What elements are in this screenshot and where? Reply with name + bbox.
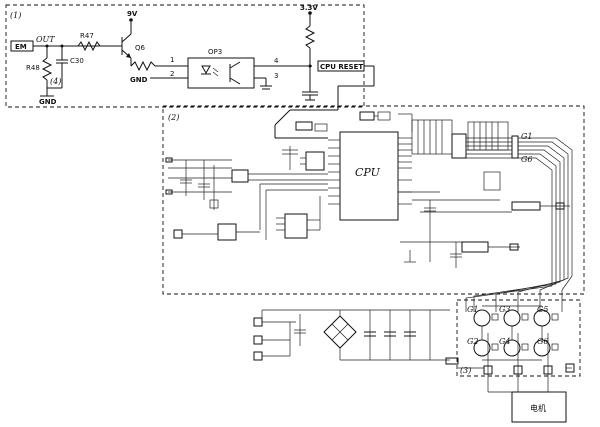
c30-label: C30 (70, 57, 84, 65)
shunt-resistor (445, 357, 459, 365)
connector-left (173, 229, 183, 239)
section-2-box (162, 105, 585, 295)
cpu-chip (339, 131, 399, 221)
component-block-b (359, 111, 375, 121)
input-ic-c (217, 223, 237, 241)
right-component-c (461, 241, 489, 253)
g4-label: G4 (499, 337, 510, 346)
r47-label: R47 (80, 32, 94, 40)
gate-lines (465, 137, 573, 312)
motor-label: 电机 (530, 403, 546, 413)
em-label: EM (15, 43, 27, 51)
crystal-oscillator (305, 151, 325, 171)
gate-drive-bus (411, 119, 519, 159)
op3-label: OP3 (208, 48, 222, 56)
r47-resistor (77, 40, 101, 52)
gnd-label-b: GND (130, 76, 148, 84)
out-label: OUT (36, 35, 55, 44)
node-9v (129, 18, 133, 22)
cpu-right-pins (398, 137, 412, 205)
section-1-box (5, 4, 365, 108)
q6-label: Q6 (135, 44, 146, 52)
pin3-label: 3 (274, 72, 278, 80)
section-3-box (456, 299, 581, 377)
power-input (253, 309, 330, 361)
g1-label: G1 (467, 305, 478, 314)
v33-label: 3.3V (300, 4, 318, 12)
g5-label: G5 (537, 305, 548, 314)
g6-top-label: G6 (521, 155, 532, 164)
component-block-a (295, 121, 313, 131)
r48-resistor (41, 57, 53, 81)
g6-label: G6 (537, 337, 548, 346)
filter-capacitors (364, 310, 431, 360)
section-1-label: (1) (10, 11, 21, 20)
right-component-b (511, 201, 541, 211)
op3-led-icon (201, 65, 211, 75)
section-2-label: (2) (168, 113, 179, 122)
v9-label: 9V (127, 10, 138, 18)
cpu-label: CPU (355, 166, 381, 179)
cpu-left-pins (328, 139, 340, 205)
right-component-a (483, 171, 501, 191)
pullup-resistor (304, 25, 316, 49)
g3-label: G3 (499, 305, 510, 314)
emitter-resistor (130, 60, 156, 72)
inverter-transistors (473, 305, 559, 361)
input-ic-b (284, 213, 308, 239)
gnd-label-a: GND (39, 98, 57, 106)
pin2-label: 2 (170, 70, 174, 78)
motor-box (511, 391, 567, 423)
op3-optocoupler (187, 57, 255, 89)
cpu-reset-label: CPU RESET (320, 63, 363, 71)
section-4-label: (4) (50, 77, 61, 86)
pin1-label: 1 (170, 56, 174, 64)
motor-phase-wires (458, 333, 575, 392)
section-3-label: (3) (460, 366, 471, 375)
r48-label: R48 (26, 64, 40, 72)
input-ic-a (231, 169, 249, 183)
left-input-network (165, 157, 232, 210)
g2-label: G2 (467, 337, 478, 346)
g1-top-label: G1 (521, 132, 532, 141)
pin4-label: 4 (274, 57, 279, 65)
